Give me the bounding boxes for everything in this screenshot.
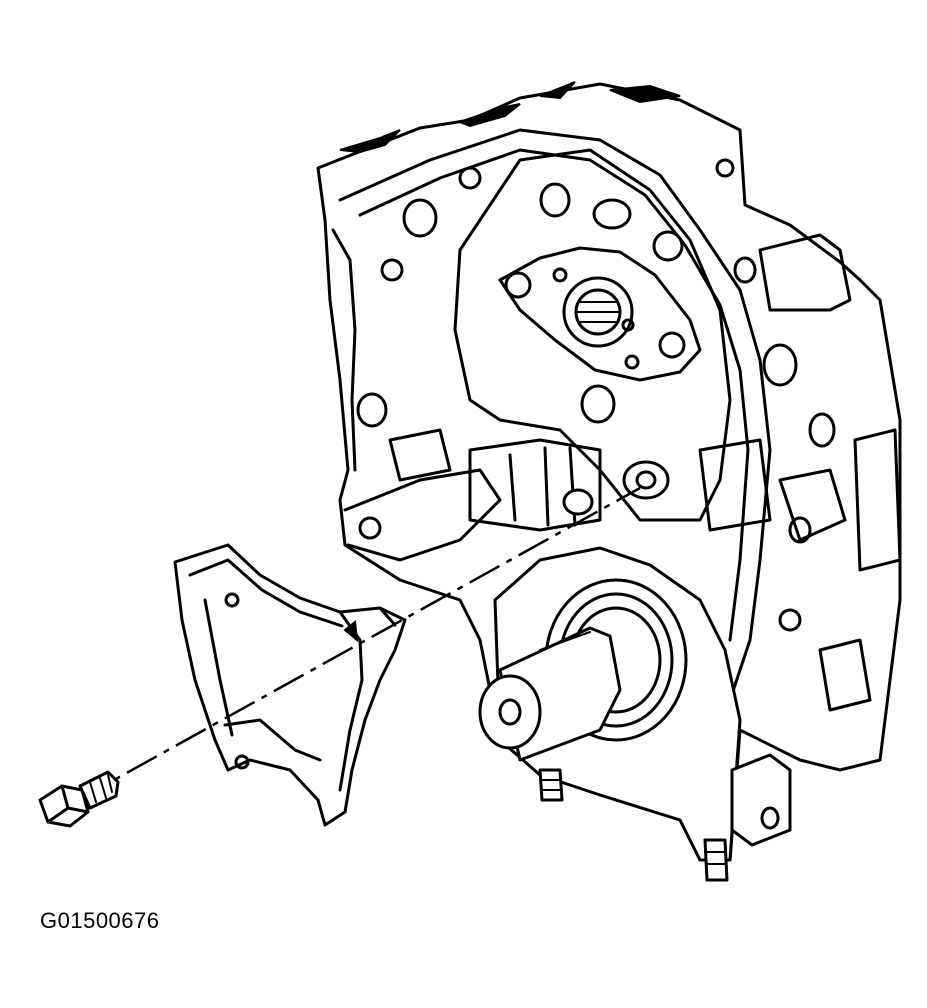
crankshaft xyxy=(478,546,792,882)
timing-chain-guide xyxy=(173,543,407,827)
engine-block xyxy=(316,81,902,862)
cam-flange xyxy=(498,246,702,382)
guide-bolt xyxy=(38,770,120,828)
figure-code: G01500676 xyxy=(40,908,160,933)
assembly-axis-line xyxy=(77,486,641,802)
locating-bosses xyxy=(562,460,670,516)
